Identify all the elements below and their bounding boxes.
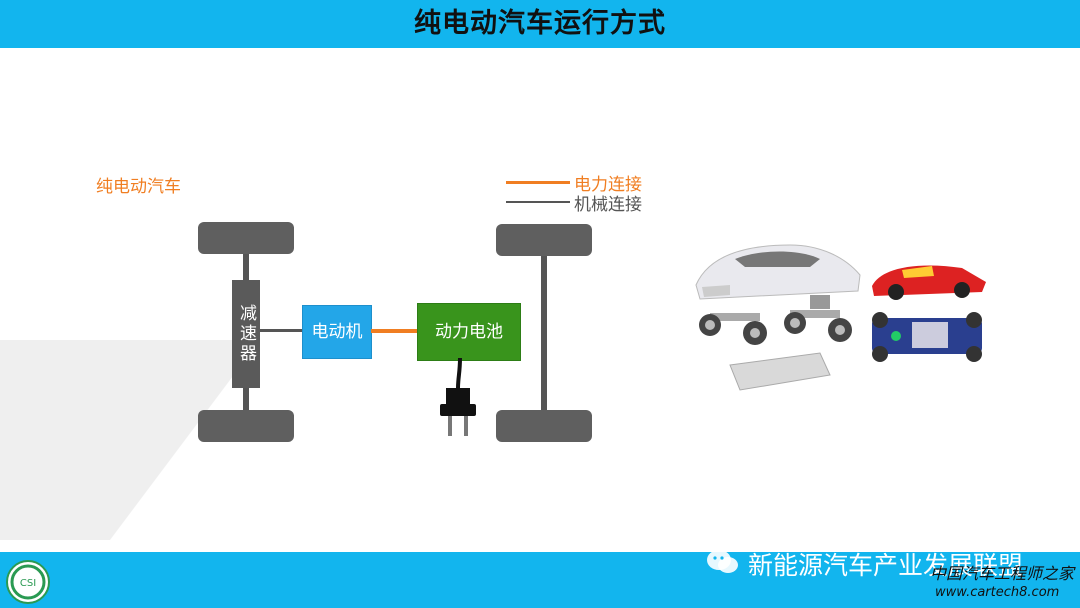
battery-label: 动力电池 <box>435 322 503 342</box>
association-logo-icon: CSI <box>10 564 46 600</box>
wechat-icon <box>707 550 738 573</box>
plug-icon <box>440 358 476 436</box>
slide-title: 纯电动汽车运行方式 <box>414 8 666 39</box>
reducer-box: 减速器 <box>232 280 260 388</box>
motor-label: 电动机 <box>311 322 363 342</box>
front-right-wheel <box>496 224 592 256</box>
association-logo: CSI <box>6 560 50 604</box>
reducer-motor-link <box>260 329 302 332</box>
mini-car-illustration <box>872 265 986 362</box>
car-components-illustration <box>695 244 861 391</box>
legend-electric-line <box>506 181 570 184</box>
motor-box: 电动机 <box>302 305 372 359</box>
front-left-wheel <box>198 222 294 254</box>
rear-right-wheel <box>496 410 592 442</box>
footer-bar <box>0 552 1080 608</box>
title-bar <box>0 0 1080 48</box>
motor-battery-link <box>371 329 417 333</box>
footer-site-name: 中国汽车工程师之家 <box>930 564 1075 583</box>
legend-mechanical-label: 机械连接 <box>574 195 642 215</box>
reducer-label: 减速器 <box>236 304 256 364</box>
right-axle <box>541 254 547 412</box>
legend-electric-label: 电力连接 <box>574 175 642 195</box>
background-watermark <box>0 340 260 540</box>
battery-box: 动力电池 <box>417 303 521 361</box>
logo-text: CSI <box>20 578 36 589</box>
footer-brand: 新能源汽车产业发展联盟 <box>748 551 1024 580</box>
diagram-subtitle: 纯电动汽车 <box>96 177 181 197</box>
footer-site-url: www.cartech8.com <box>935 585 1060 600</box>
rear-left-wheel <box>198 410 294 442</box>
legend-mechanical-line <box>506 201 570 203</box>
